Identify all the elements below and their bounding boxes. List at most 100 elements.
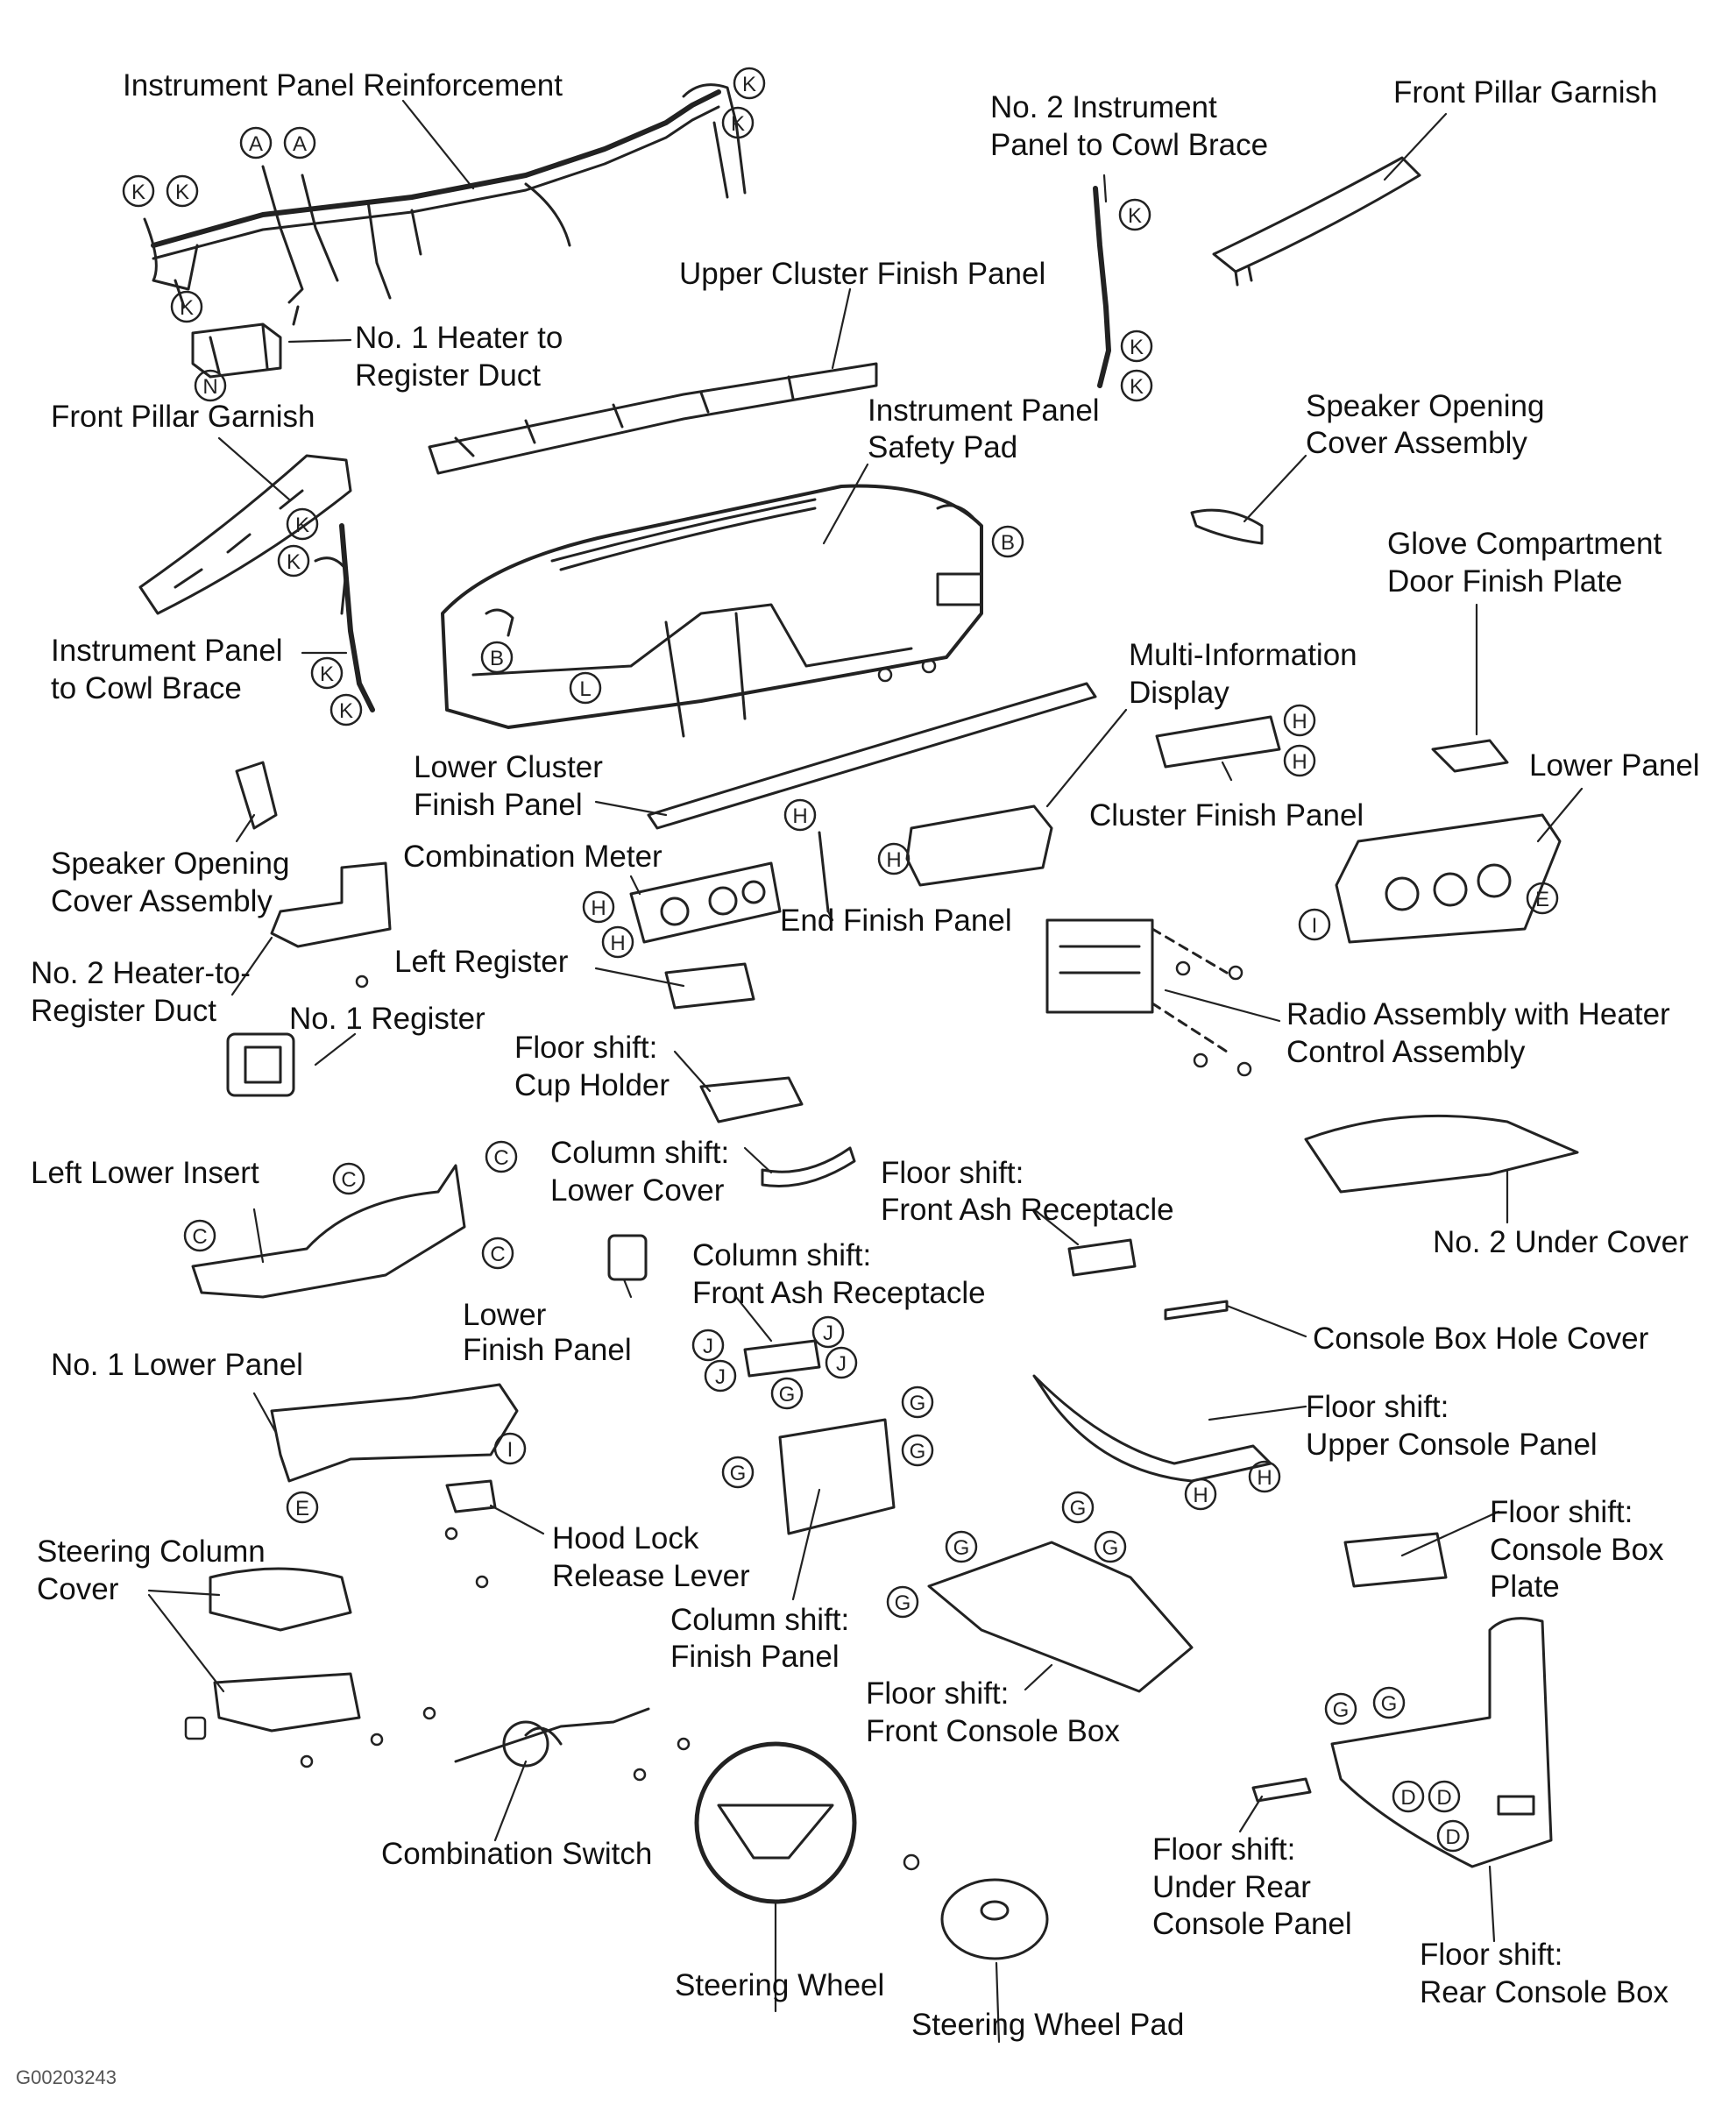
label-end-finish-panel: End Finish Panel	[780, 904, 1012, 938]
callout-j: J	[825, 1346, 858, 1379]
callout-k: K	[122, 174, 155, 208]
label-no2-under-cover: No. 2 Under Cover	[1433, 1225, 1689, 1259]
svg-text:K: K	[1130, 375, 1144, 399]
callout-k: K	[286, 507, 319, 541]
label-rear-console-2: Rear Console Box	[1420, 1975, 1669, 2009]
svg-text:I: I	[1312, 914, 1318, 938]
callout-g: G	[901, 1385, 934, 1419]
svg-text:K: K	[131, 181, 145, 204]
no1-register-part	[226, 1032, 295, 1097]
svg-text:I: I	[507, 1438, 514, 1462]
label-no2-ip-cowl-brace-2: Panel to Cowl Brace	[990, 128, 1269, 162]
callout-c: C	[481, 1237, 514, 1270]
callout-c: C	[332, 1162, 365, 1195]
callout-i: I	[1298, 908, 1331, 941]
callout-e: E	[286, 1491, 319, 1524]
label-radio-2: Control Assembly	[1286, 1035, 1526, 1069]
svg-text:H: H	[591, 896, 606, 920]
label-col-finish-2: Finish Panel	[670, 1640, 840, 1674]
svg-text:D: D	[1436, 1786, 1451, 1810]
no2-heater-register-duct	[270, 861, 392, 948]
label-lower-cluster-1: Lower Cluster	[414, 750, 603, 784]
label-cup-holder-1: Floor shift:	[514, 1031, 658, 1065]
callout-k: K	[1118, 198, 1151, 231]
label-no2-heater-duct-2: Register Duct	[31, 994, 217, 1028]
svg-text:K: K	[320, 663, 334, 686]
label-under-rear-1: Floor shift:	[1152, 1832, 1296, 1867]
label-col-lower-cover-2: Lower Cover	[550, 1173, 725, 1208]
label-left-lower-insert: Left Lower Insert	[31, 1156, 259, 1190]
label-front-pillar-garnish-left: Front Pillar Garnish	[51, 400, 315, 434]
callout-k: K	[166, 174, 199, 208]
svg-text:L: L	[579, 677, 591, 701]
callout-c: C	[183, 1219, 216, 1252]
svg-text:K: K	[339, 699, 353, 723]
callout-g: G	[886, 1585, 919, 1619]
label-col-lower-cover-1: Column shift:	[550, 1136, 730, 1170]
svg-text:A: A	[249, 132, 263, 156]
svg-text:H: H	[1193, 1484, 1208, 1507]
callout-g: G	[721, 1456, 755, 1489]
callout-a: A	[283, 126, 316, 159]
svg-text:G: G	[1381, 1692, 1398, 1716]
svg-text:H: H	[886, 848, 901, 872]
svg-text:G: G	[730, 1462, 747, 1485]
svg-text:K: K	[287, 550, 301, 574]
label-lower-finish-2: Finish Panel	[463, 1333, 632, 1367]
label-console-plate-1: Floor shift:	[1490, 1495, 1633, 1529]
callout-k: K	[310, 656, 344, 690]
no2-under-cover-part	[1304, 1114, 1579, 1194]
front-pillar-garnish-left	[138, 454, 352, 615]
svg-text:J: J	[703, 1335, 713, 1358]
svg-text:K: K	[175, 181, 189, 204]
callout-h: H	[1248, 1460, 1281, 1493]
label-cluster-finish-panel: Cluster Finish Panel	[1089, 798, 1364, 833]
multi-information-display-part	[905, 804, 1053, 887]
label-ip-safety-pad-1: Instrument Panel	[868, 393, 1100, 428]
callout-k: K	[1120, 369, 1153, 402]
label-combination-meter: Combination Meter	[403, 840, 663, 874]
label-glove-plate-2: Door Finish Plate	[1387, 564, 1623, 599]
label-speaker-cover-right-1: Speaker Opening	[1306, 389, 1545, 423]
label-steering-cover-1: Steering Column	[37, 1534, 266, 1569]
callout-h: H	[1283, 704, 1316, 737]
svg-text:H: H	[610, 932, 625, 955]
svg-text:G: G	[895, 1591, 911, 1615]
svg-text:K: K	[1128, 204, 1142, 228]
cluster-finish-panel-part	[1155, 715, 1281, 769]
label-console-plate-3: Plate	[1490, 1570, 1560, 1604]
label-hood-lock-2: Release Lever	[552, 1559, 750, 1593]
svg-text:G: G	[1333, 1698, 1350, 1722]
label-under-rear-3: Console Panel	[1152, 1907, 1352, 1941]
label-front-ash-floor-2: Front Ash Receptacle	[881, 1193, 1174, 1227]
svg-text:A: A	[293, 132, 307, 156]
steering-column-cover-part	[209, 1567, 361, 1733]
label-upper-console-1: Floor shift:	[1306, 1390, 1449, 1424]
svg-text:E: E	[1535, 888, 1549, 911]
label-multi-info-2: Display	[1129, 676, 1229, 710]
svg-text:N: N	[202, 375, 217, 399]
callout-markers: K K A A K K K N K K K B K K K K B L H H …	[122, 67, 1559, 1853]
callout-d: D	[1436, 1819, 1470, 1853]
callout-g: G	[1094, 1530, 1127, 1563]
lower-cluster-finish-panel-part	[647, 682, 1097, 830]
label-under-rear-2: Under Rear	[1152, 1870, 1311, 1904]
label-front-console-1: Floor shift:	[866, 1676, 1010, 1711]
callout-b: B	[480, 641, 514, 674]
left-lower-insert-part	[191, 1164, 466, 1299]
svg-text:H: H	[1292, 710, 1307, 733]
svg-text:J: J	[836, 1352, 847, 1376]
callout-j: J	[704, 1359, 737, 1393]
svg-text:G: G	[779, 1383, 796, 1407]
label-speaker-cover-left-1: Speaker Opening	[51, 847, 290, 881]
under-rear-console-panel-part	[1251, 1777, 1312, 1803]
label-ip-cowl-brace-1: Instrument Panel	[51, 634, 283, 668]
label-no2-heater-duct-1: No. 2 Heater-to-	[31, 956, 251, 990]
instrument-panel-cowl-brace	[314, 523, 375, 712]
no2-instrument-panel-cowl-brace	[1093, 186, 1111, 388]
callout-g: G	[770, 1377, 804, 1410]
callout-i: I	[493, 1432, 527, 1465]
label-radio-1: Radio Assembly with Heater	[1286, 997, 1670, 1031]
label-console-plate-2: Console Box	[1490, 1533, 1664, 1567]
